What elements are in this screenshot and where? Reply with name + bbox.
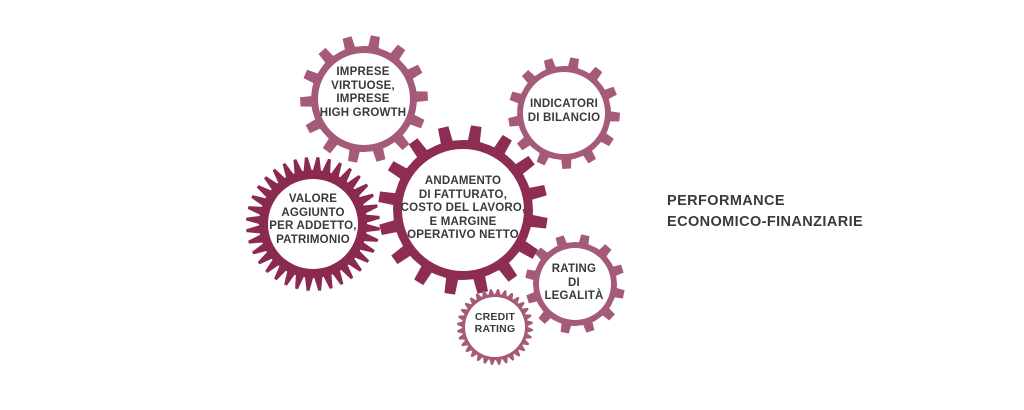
section-title-line-1: PERFORMANCE [667, 193, 785, 209]
gear-credit-face [465, 297, 525, 357]
gear-andamento-face [402, 149, 524, 271]
section-title: PERFORMANCE ECONOMICO-FINANZIARIE [667, 191, 863, 233]
gear-label-valore: VALORE AGGIUNTO PER ADDETTO, PATRIMONIO [269, 193, 357, 246]
section-title-line-2: ECONOMICO-FINANZIARIE [667, 214, 864, 231]
gear-label-indicatori: INDICATORI DI BILANCIO [527, 98, 601, 124]
gear-rating-face [539, 248, 611, 320]
gear-rating [525, 234, 625, 334]
gear-credit [457, 289, 533, 365]
gear-label-credit: CREDIT RATING [474, 311, 516, 336]
gear-indicatori [508, 57, 620, 169]
gear-label-rating: RATING DI LEGALITÀ [544, 263, 604, 303]
gear-andamento [378, 125, 548, 295]
gear-label-imprese: IMPRESE VIRTUOSE, IMPRESE HIGH GROWTH [319, 66, 407, 119]
gear-label-andamento: ANDAMENTO DI FATTURATO, COSTO DEL LAVORO… [400, 175, 526, 242]
gear-imprese [300, 35, 428, 163]
gear-indicatori-face [523, 72, 605, 154]
gear-valore-face [268, 179, 358, 269]
gear-valore [246, 157, 380, 291]
gear-imprese-face [318, 53, 410, 145]
